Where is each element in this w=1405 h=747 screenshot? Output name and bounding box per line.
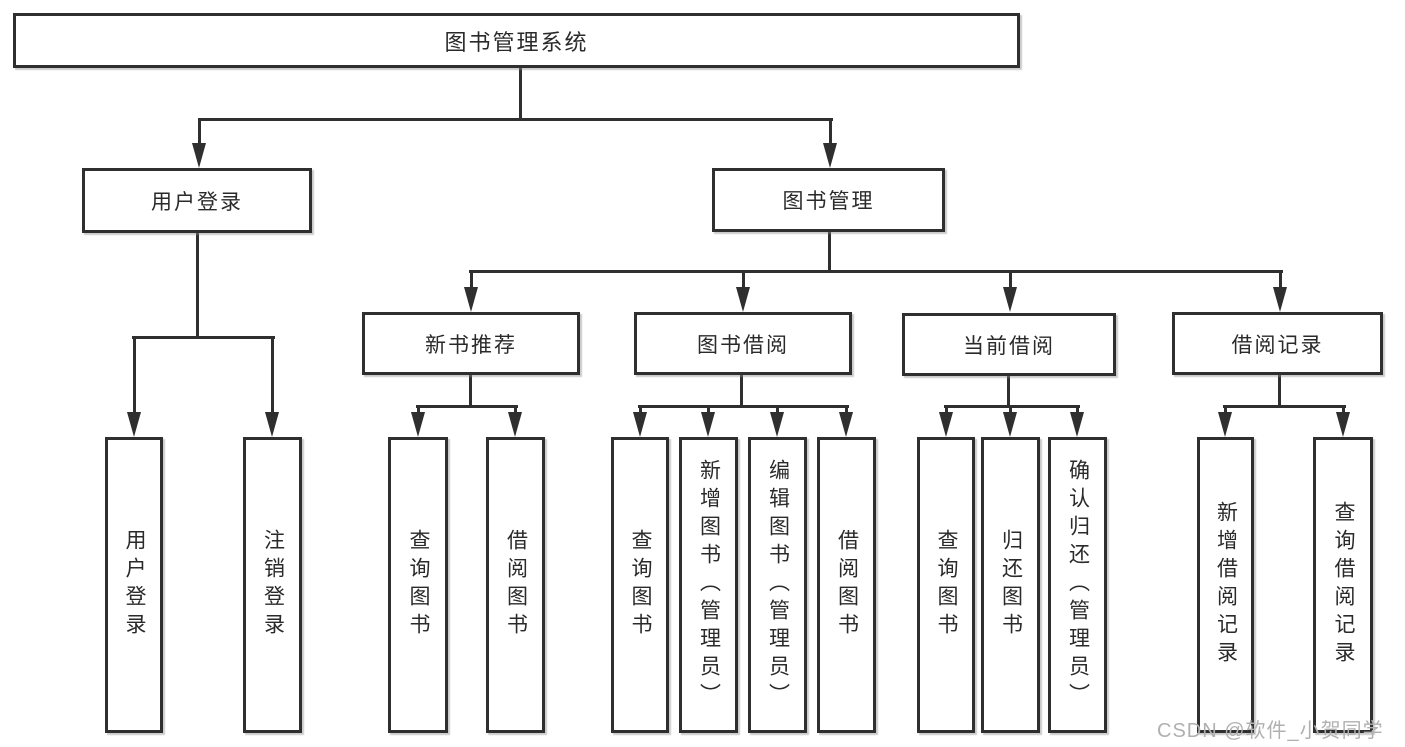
connector-user-login-stem: [196, 233, 199, 339]
arrow-cb-query: [939, 408, 954, 437]
connector-nbr-rail: [416, 405, 518, 408]
arrow-to-book-management: [823, 121, 838, 168]
node-user-login: 用户登录: [82, 168, 312, 233]
connector-root-stem: [519, 68, 522, 121]
arrow-cb-confirm: [1070, 408, 1085, 437]
connector-root-rail: [198, 118, 833, 121]
connector-bb-rail: [638, 405, 849, 408]
node-leaf-nbr-borrow-books: 借阅图书: [486, 437, 545, 733]
connector-br-rail: [1223, 405, 1346, 408]
connector-book-mgmt-rail: [469, 270, 1283, 273]
node-leaf-bb-borrow-books: 借阅图书: [817, 437, 876, 733]
node-book-management: 图书管理: [712, 168, 945, 232]
node-leaf-cb-confirm-return-admin: 确认归还（管理员）: [1048, 437, 1107, 733]
arrow-cb-return: [1003, 408, 1018, 437]
arrow-bb-borrow: [839, 408, 854, 437]
connector-book-mgmt-stem: [828, 232, 831, 273]
node-leaf-bb-add-books-admin: 新增图书（管理员）: [679, 437, 738, 733]
node-leaf-bb-query-books: 查询图书: [611, 437, 669, 733]
node-leaf-cb-query-books: 查询图书: [917, 437, 975, 733]
arrow-bb-add: [701, 408, 716, 437]
node-book-borrow: 图书借阅: [634, 312, 852, 375]
arrow-to-current-borrow: [1003, 273, 1018, 312]
node-leaf-logout: 注销登录: [243, 437, 302, 733]
arrow-to-logout-leaf: [265, 339, 280, 437]
node-leaf-br-query-record: 查询借阅记录: [1313, 437, 1373, 733]
connector-cb-stem: [1007, 376, 1010, 408]
arrow-to-login-leaf: [127, 339, 142, 437]
connector-br-stem: [1278, 375, 1281, 408]
connector-cb-rail: [944, 405, 1080, 408]
arrow-to-borrow-records: [1273, 273, 1288, 312]
node-leaf-bb-edit-books-admin: 编辑图书（管理员）: [748, 437, 807, 733]
node-root: 图书管理系统: [13, 13, 1020, 68]
arrow-to-user-login: [192, 121, 207, 168]
arrow-to-new-book-recommend: [464, 273, 479, 312]
arrow-nbr-borrow: [508, 408, 523, 437]
node-leaf-nbr-query-books: 查询图书: [388, 437, 448, 733]
node-leaf-br-add-record: 新增借阅记录: [1197, 437, 1254, 733]
arrow-bb-query: [633, 408, 648, 437]
node-current-borrow: 当前借阅: [902, 313, 1116, 376]
csdn-watermark: CSDN @软件_小贺同学: [1157, 720, 1384, 742]
arrow-br-add: [1218, 408, 1233, 437]
connector-bb-stem: [740, 375, 743, 408]
connector-user-login-rail: [132, 336, 275, 339]
node-borrow-records: 借阅记录: [1172, 312, 1383, 375]
arrow-to-book-borrow: [736, 273, 751, 312]
connector-nbr-stem: [469, 375, 472, 408]
arrow-nbr-query: [411, 408, 426, 437]
node-leaf-user-login: 用户登录: [105, 437, 163, 733]
arrow-bb-edit: [770, 408, 785, 437]
node-new-book-recommend: 新书推荐: [362, 312, 580, 375]
node-leaf-cb-return-books: 归还图书: [981, 437, 1040, 733]
arrow-br-query: [1336, 408, 1351, 437]
